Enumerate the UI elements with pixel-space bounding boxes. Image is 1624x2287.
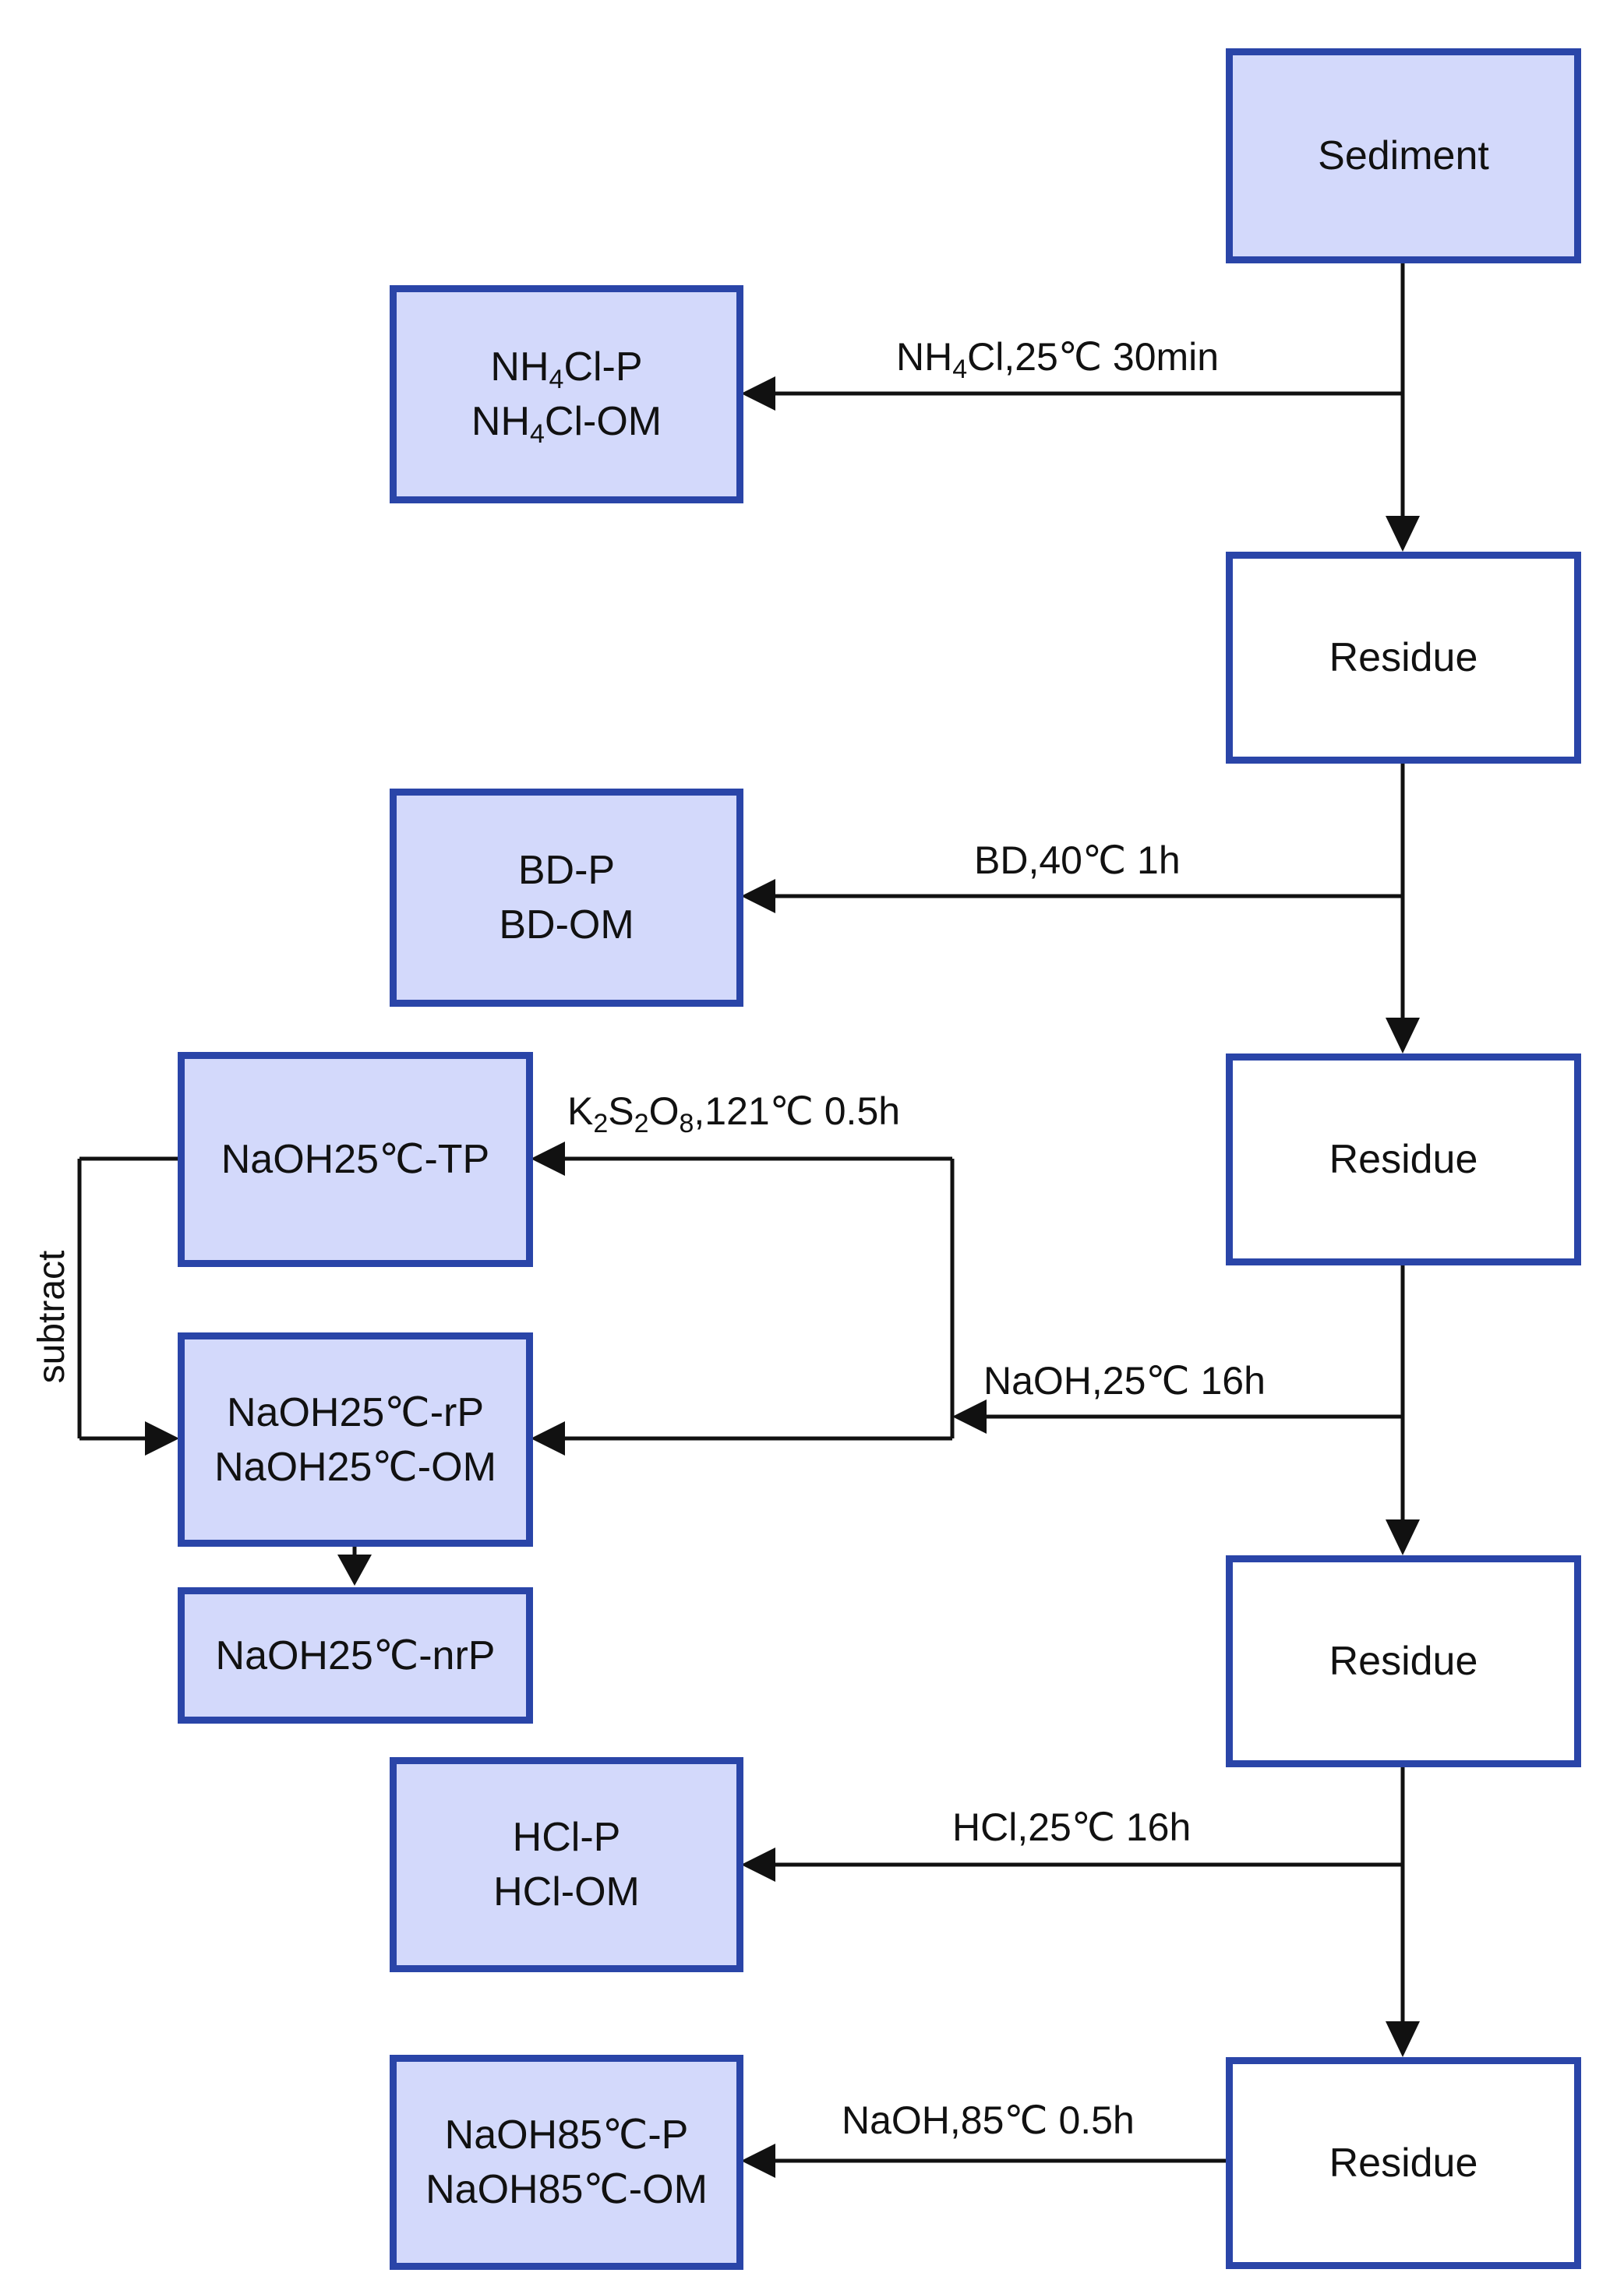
naoh25-step-label: NaOH,25℃ 16h [983,1359,1266,1403]
naoh85-om-label: NaOH85℃-OM [425,2167,708,2212]
bd-om-label: BD-OM [499,902,634,948]
k2s2o8-step-label: K2S2O8,121℃ 0.5h [567,1089,901,1138]
arrow-head-subtract [145,1421,179,1456]
residue-label: Residue [1329,1137,1478,1182]
bd-p-label: BD-P [517,848,616,893]
arrow-head-hcl [741,1848,775,1882]
nh4cl-step-label: NH4Cl,25℃ 30min [896,335,1220,384]
arrow-head-naoh85 [741,2144,775,2178]
naoh85-fraction-box: NaOH85℃-P NaOH85℃-OM [390,2055,743,2270]
arrow-head-residue4 [1386,2021,1420,2057]
naoh85-step-label: NaOH,85℃ 0.5h [842,2098,1135,2142]
naoh85-p-label: NaOH85℃-P [444,2112,689,2158]
naoh25-nrp-box: NaOH25℃-nrP [178,1587,533,1724]
hcl-fraction-box: HCl-P HCl-OM [390,1757,743,1972]
naoh25-tp-label: NaOH25℃-TP [221,1137,490,1182]
residue-box-4: Residue [1226,2057,1581,2269]
arrow-head-tp [531,1142,565,1176]
bd-fraction-box: BD-P BD-OM [390,789,743,1007]
residue-label: Residue [1329,635,1478,680]
arrow-head-residue3 [1386,1519,1420,1555]
hcl-step-label: HCl,25℃ 16h [952,1805,1192,1849]
nh4cl-fraction-box: NH4Cl-P NH4Cl-OM [390,285,743,503]
nh4cl-p-label: NH4Cl-P [490,344,643,394]
residue-box-3: Residue [1226,1555,1581,1767]
subtract-label: subtract [31,1250,72,1384]
bd-step-label: BD,40℃ 1h [974,838,1181,882]
naoh25-rp-box: NaOH25℃-rP NaOH25℃-OM [178,1332,533,1547]
arrow-head-bd [741,879,775,913]
residue-box-1: Residue [1226,552,1581,764]
hcl-p-label: HCl-P [512,1815,621,1860]
naoh25-rp-label: NaOH25℃-rP [226,1389,485,1435]
arrow-head-nh4cl [741,376,775,411]
arrow-head-residue1 [1386,516,1420,552]
sediment-label: Sediment [1318,133,1489,178]
naoh25-om-label: NaOH25℃-OM [214,1444,496,1490]
naoh25-tp-box: NaOH25℃-TP [178,1052,533,1267]
residue-label: Residue [1329,1639,1478,1684]
arrow-head-naoh25 [952,1399,987,1434]
arrow-head-residue2 [1386,1018,1420,1054]
arrow-head-nrp [337,1555,372,1586]
residue-label: Residue [1329,2141,1478,2186]
hcl-om-label: HCl-OM [493,1869,640,1915]
arrow-head-rp [531,1421,565,1456]
residue-box-2: Residue [1226,1054,1581,1265]
nh4cl-om-label: NH4Cl-OM [471,399,662,449]
sediment-box: Sediment [1226,48,1581,263]
naoh25-nrp-label: NaOH25℃-nrP [215,1632,496,1678]
